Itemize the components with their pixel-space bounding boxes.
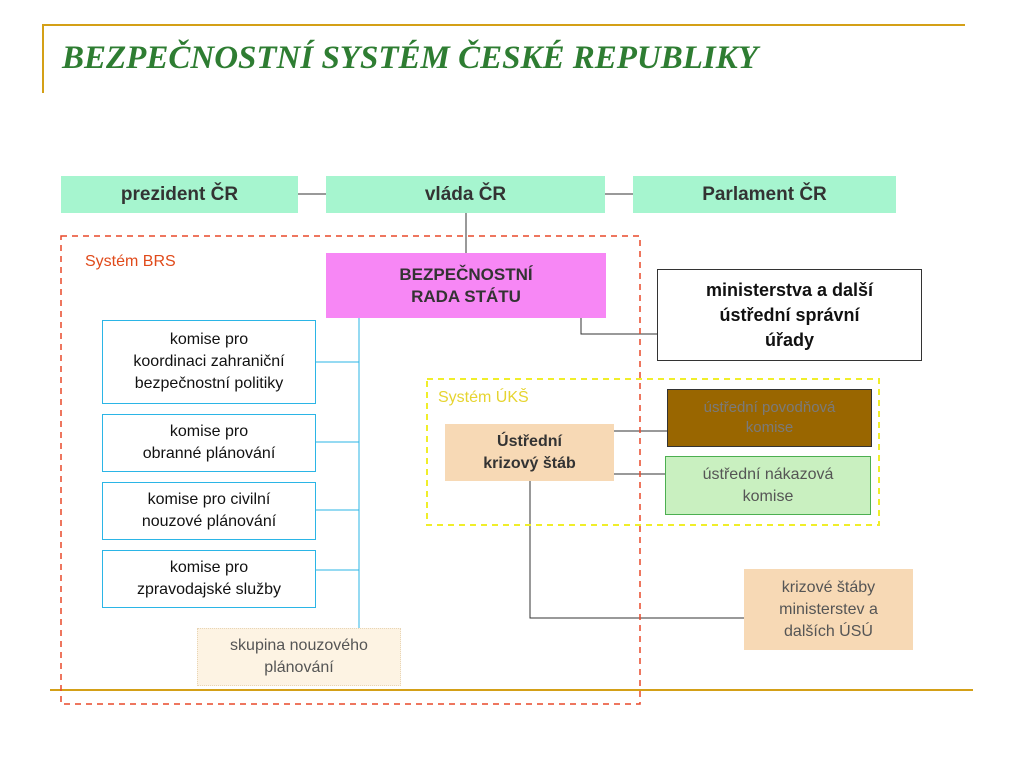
security-council-line-2: RADA STÁTU [411,286,521,306]
emergency-planning-group-box: skupina nouzového plánování [197,628,401,686]
brs-system-boundary [60,235,641,705]
infection-commission-box: ústřední nákazová komise [665,456,871,515]
brs-system-label: Systém BRS [85,253,176,270]
parliament-box: Parlament ČR [633,176,896,213]
crisis-staffs-line: ministerstev a [779,600,878,618]
government-box: vláda ČR [326,176,605,213]
commission-civil-emergency-box: komise pro civilní nouzové plánování [102,482,316,540]
uks-system-boundary [426,378,880,526]
commission-line: nouzové plánování [141,513,277,530]
president-box: prezident ČR [61,176,298,213]
crisis-staffs-line: dalších ÚSÚ [784,622,873,640]
commission-line: zpravodajské služby [136,581,282,598]
commission-defense-planning-box: komise pro obranné plánování [102,414,316,472]
crisis-staff-line: Ústřední [497,432,562,450]
flood-commission-box: ústřední povodňová komise [667,389,872,447]
ministry-crisis-staffs-box: krizové štáby ministerstev a dalších ÚSÚ [744,569,913,650]
flood-line: komise [745,419,794,436]
commission-line: obranné plánování [142,445,276,462]
security-council-box: BEZPEČNOSTNÍ RADA STÁTU [326,253,606,318]
uks-system-label: Systém ÚKŠ [438,389,529,406]
infection-line: ústřední nákazová [702,465,834,483]
crisis-staff-line: krizový štáb [483,454,576,472]
commission-line: bezpečnostní politiky [134,375,284,392]
commission-intelligence-box: komise pro zpravodajské služby [102,550,316,608]
page-title: BEZPEČNOSTNÍ SYSTÉM ČESKÉ REPUBLIKY [62,40,758,76]
commission-line: komise pro [169,331,249,348]
flood-line: ústřední povodňová [703,399,836,416]
infection-line: komise [742,487,794,505]
commission-line: komise pro [169,559,249,576]
crisis-staffs-line: krizové štáby [781,578,876,596]
commission-line: koordinaci zahraniční [133,353,285,370]
commission-line: komise pro civilní [147,491,271,508]
group-line: plánování [264,659,334,676]
ministries-box: ministerstva a další ústřední správní úř… [657,269,922,361]
ministries-line-3: úřady [764,329,815,350]
commission-line: komise pro [169,423,249,440]
ministries-line-1: ministerstva a další [705,279,874,300]
ministries-line-2: ústřední správní [719,304,860,325]
commission-foreign-policy-box: komise pro koordinaci zahraniční bezpečn… [102,320,316,404]
central-crisis-staff-box: Ústřední krizový štáb [445,424,614,481]
group-line: skupina nouzového [230,637,368,654]
security-council-line-1: BEZPEČNOSTNÍ [399,264,533,284]
